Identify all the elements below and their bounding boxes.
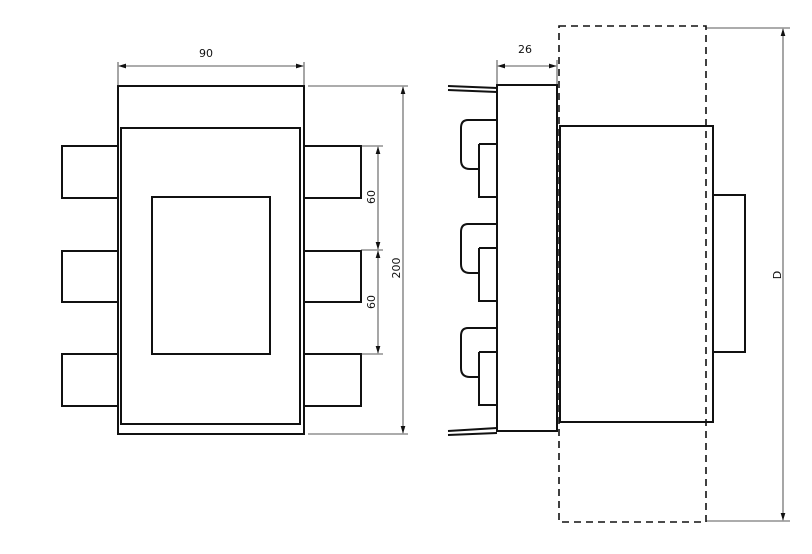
height-dimension: 200 bbox=[308, 85, 408, 435]
right-busbars bbox=[304, 145, 362, 407]
width-label: 90 bbox=[199, 47, 213, 60]
pitch-label-2: 60 bbox=[365, 295, 378, 309]
height-label: 200 bbox=[390, 258, 403, 279]
mounting-flanges bbox=[447, 85, 498, 436]
side-plate bbox=[496, 84, 558, 432]
front-cover bbox=[120, 127, 301, 425]
front-housing-outline bbox=[117, 85, 305, 435]
total-depth-dimension: D bbox=[706, 27, 790, 522]
plate-depth-dimension: 26 bbox=[496, 43, 558, 85]
side-terminals bbox=[460, 119, 497, 406]
total-depth-label: D bbox=[771, 271, 784, 279]
pitch-dimensions: 60 60 bbox=[361, 145, 383, 355]
front-window bbox=[151, 196, 271, 355]
width-dimension: 90 bbox=[117, 47, 305, 86]
transformer-body bbox=[559, 125, 714, 423]
rear-box bbox=[712, 194, 746, 353]
side-view: 26 D bbox=[447, 25, 790, 523]
left-busbars bbox=[61, 145, 118, 407]
max-depth-outline bbox=[558, 25, 707, 523]
plate-depth-label: 26 bbox=[518, 43, 532, 56]
pitch-label-1: 60 bbox=[365, 190, 378, 204]
front-view: 90 60 60 200 bbox=[61, 47, 408, 435]
